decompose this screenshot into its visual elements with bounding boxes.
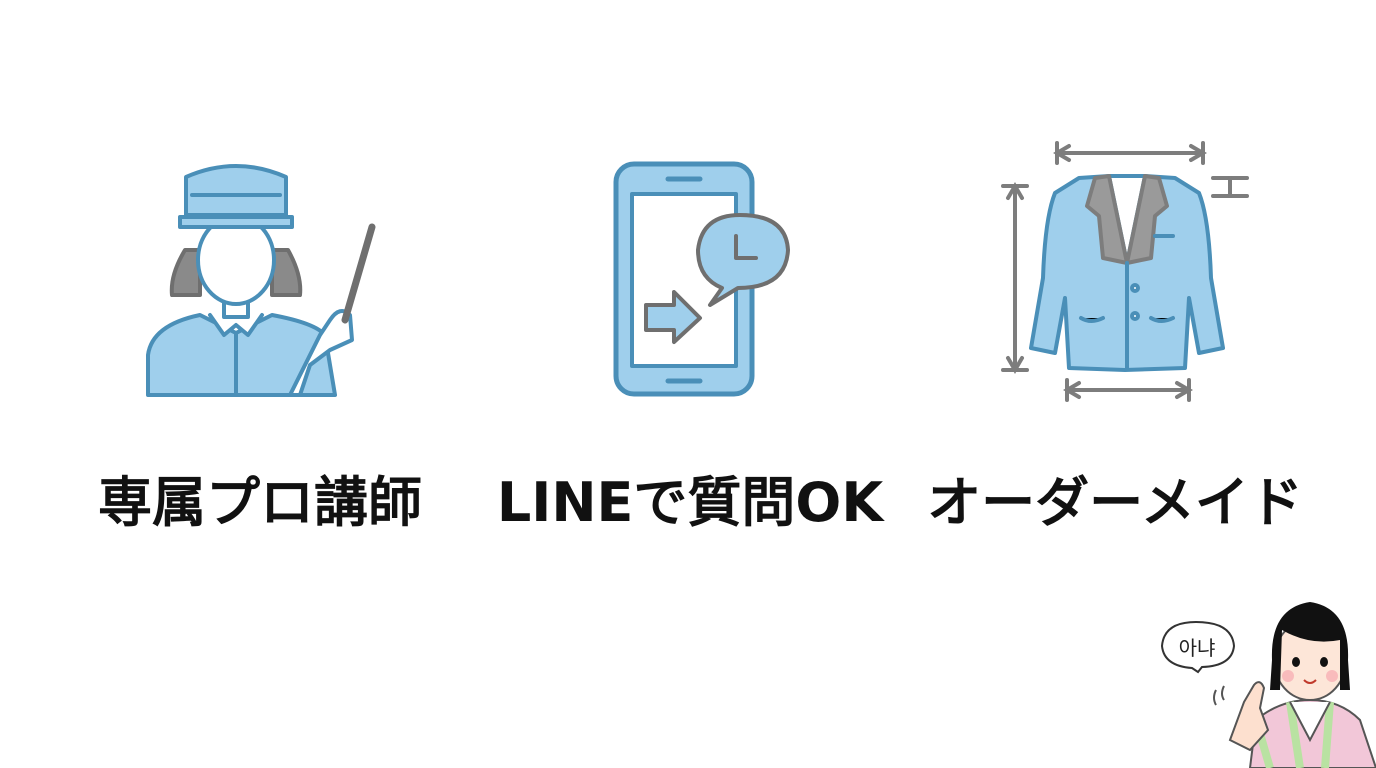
feature-order-made: オーダーメイド (895, 0, 1335, 560)
feature-label-order-made: オーダーメイド (927, 471, 1303, 534)
waving-girl-hanbok-icon (1213, 602, 1376, 768)
feature-line-questions: LINEで質問OK (470, 0, 910, 560)
feature-label-line: LINEで質問OK (496, 471, 884, 534)
teacher-with-pointer-icon (146, 164, 376, 397)
feature-dedicated-teacher: 専属プロ講師 (40, 0, 480, 560)
smartphone-chat-icon (613, 161, 790, 397)
speech-text: 아냐 (1178, 636, 1216, 660)
feature-label-teacher: 専属プロ講師 (98, 471, 422, 534)
speech-bubble (1160, 620, 1236, 674)
mascot-girl: 아냐 (1150, 590, 1376, 768)
tailored-jacket-measure-icon (1001, 141, 1249, 402)
